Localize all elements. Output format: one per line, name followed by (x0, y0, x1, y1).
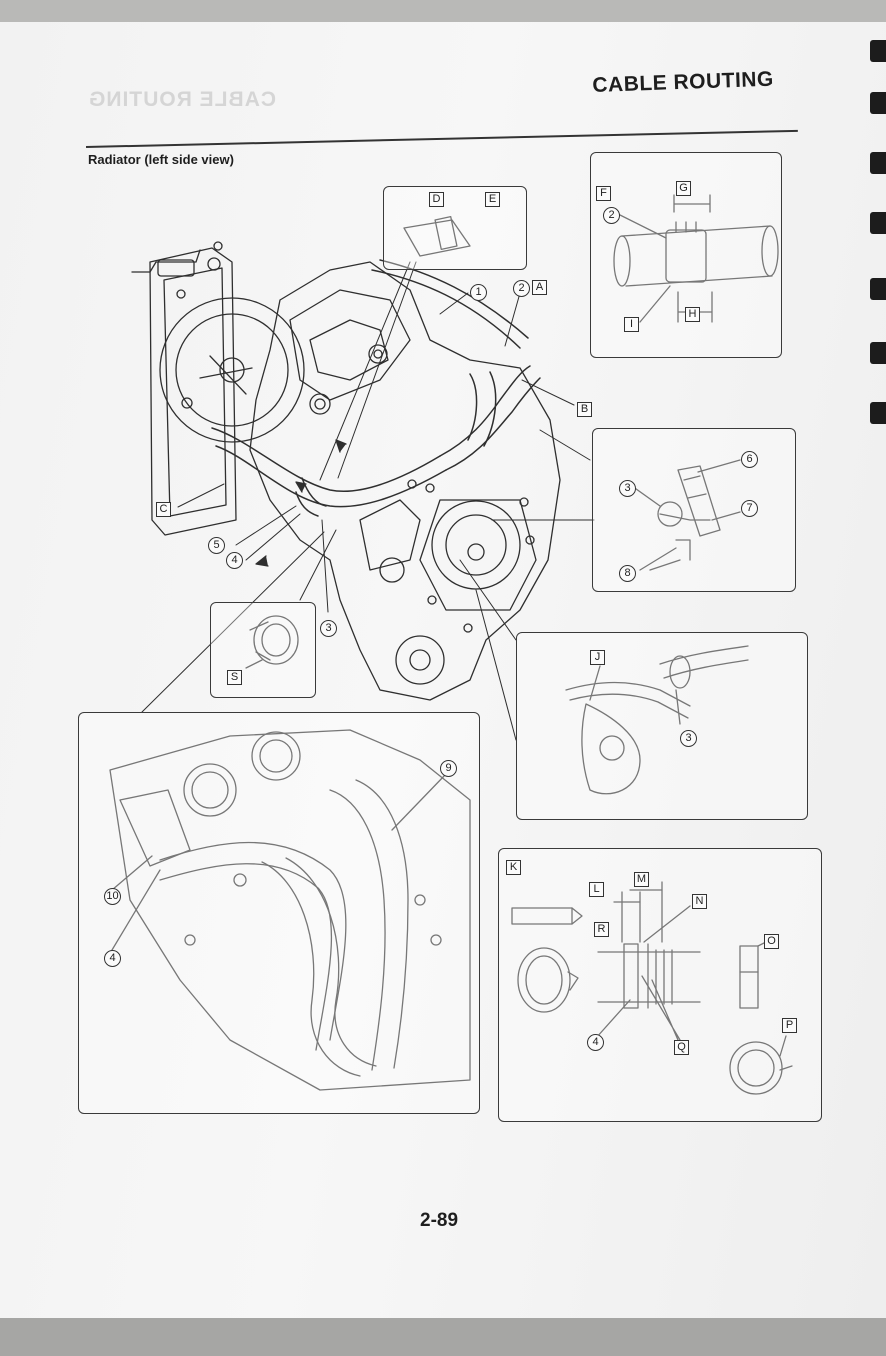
spiral-binding (870, 342, 886, 364)
callout-4-inset: 4 (587, 1034, 604, 1051)
tag-s: S (227, 670, 242, 685)
detail-closeup-drawing (109, 729, 471, 1091)
callout-6: 6 (741, 451, 758, 468)
spiral-binding (870, 402, 886, 424)
spiral-binding (870, 152, 886, 174)
callout-3: 3 (320, 620, 337, 637)
tag-a: A (532, 280, 547, 295)
tag-m: M (634, 872, 649, 887)
inset-k-drawing (511, 881, 793, 1095)
tag-d: D (429, 192, 444, 207)
callout-3-inset-j: 3 (680, 730, 697, 747)
tag-k: K (506, 860, 521, 875)
tag-o: O (764, 934, 779, 949)
inset-f-drawing (613, 194, 779, 323)
tag-j: J (590, 650, 605, 665)
tag-i: I (624, 317, 639, 332)
radiator-fan (159, 297, 305, 443)
inset-panel-s (210, 602, 316, 698)
callout-1: 1 (470, 284, 487, 301)
tag-g: G (676, 181, 691, 196)
tag-e: E (485, 192, 500, 207)
tag-b: B (577, 402, 592, 417)
inset-678-drawing (631, 459, 741, 571)
callout-8: 8 (619, 565, 636, 582)
tag-n: N (692, 894, 707, 909)
tag-c: C (156, 502, 171, 517)
tag-r: R (594, 922, 609, 937)
leader-lines (141, 261, 595, 741)
spiral-binding (870, 212, 886, 234)
inset-s-drawing (245, 615, 299, 669)
inset-panel-j (516, 632, 808, 820)
tag-p: P (782, 1018, 797, 1033)
callout-4: 4 (226, 552, 243, 569)
inset-panel-de (383, 186, 527, 270)
callout-7: 7 (741, 500, 758, 517)
spiral-binding (870, 278, 886, 300)
callout-4-closeup: 4 (104, 950, 121, 967)
callout-5: 5 (208, 537, 225, 554)
engine-block (249, 261, 561, 701)
callout-10: 10 (104, 888, 121, 905)
background-bottom (0, 1318, 886, 1356)
callout-3-inset: 3 (619, 480, 636, 497)
tag-l: L (589, 882, 604, 897)
radiator (131, 241, 237, 536)
inset-j-drawing (565, 645, 749, 795)
callout-9: 9 (440, 760, 457, 777)
coolant-hoses (211, 259, 541, 517)
inset-panel-fghi (590, 152, 782, 358)
tag-f: F (596, 186, 611, 201)
background-top (0, 0, 886, 22)
inset-panel-678 (592, 428, 796, 592)
tag-h: H (685, 307, 700, 322)
spiral-binding (870, 40, 886, 62)
page-number: 2-89 (420, 1210, 459, 1231)
inset-de-drawing (403, 216, 471, 257)
callout-2: 2 (513, 280, 530, 297)
figure-subtitle: Radiator (left side view) (88, 152, 234, 167)
callout-2-inset: 2 (603, 207, 620, 224)
inset-panel-klmn (498, 848, 822, 1122)
tag-q: Q (674, 1040, 689, 1055)
detail-closeup-panel (78, 712, 480, 1114)
spiral-binding (870, 92, 886, 114)
